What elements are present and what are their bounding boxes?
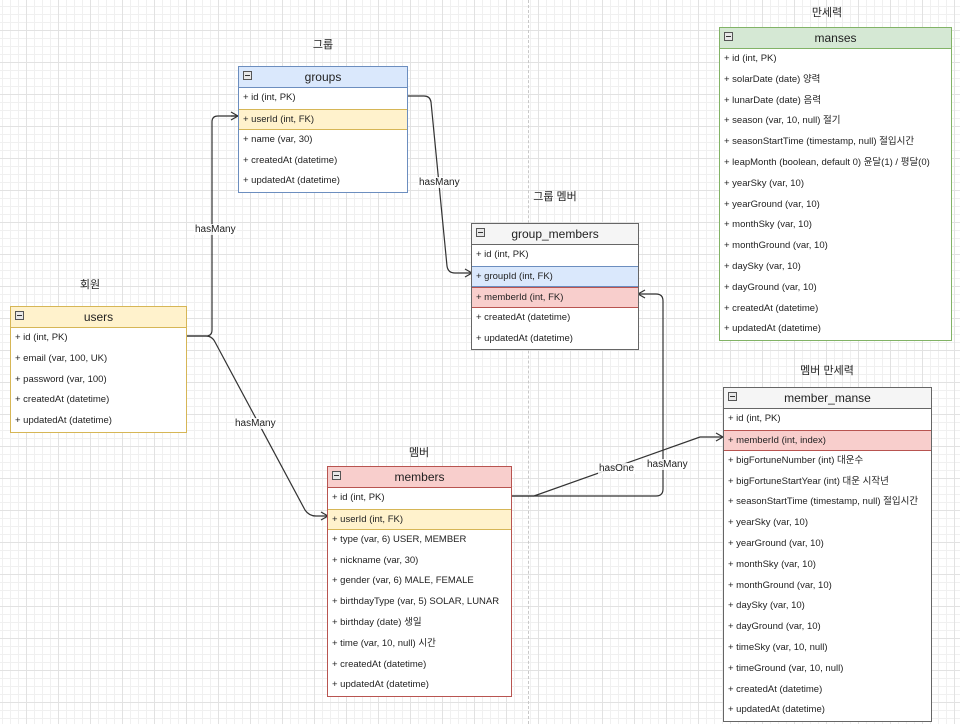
table-name: members [394,470,445,484]
field-row[interactable]: + password (var, 100) [15,373,107,385]
edge-label-users-members: hasMany [234,418,277,429]
field-row[interactable]: + monthGround (var, 10) [724,240,828,252]
table-name: users [83,310,114,324]
field-row[interactable]: + birthday (date) 생일 [332,616,422,628]
field-row[interactable]: + seasonStartTime (timestamp, null) 절입시간 [724,136,915,148]
field-row[interactable]: + updatedAt (datetime) [332,679,429,691]
table-header[interactable]: member_manse [724,388,931,409]
field-row[interactable]: + daySky (var, 10) [728,600,805,612]
table-members[interactable]: members + id (int, PK) + userId (int, FK… [327,466,512,698]
field-row[interactable]: + updatedAt (datetime) [15,415,112,427]
field-row[interactable]: + userId (int, FK) [328,508,511,530]
title-members: 멤버 [408,447,430,459]
crowfoot-member-manse-memberid [715,432,724,442]
field-row[interactable]: + createdAt (datetime) [332,658,427,670]
field-row[interactable]: + id (int, PK) [724,53,777,64]
title-manses: 만세력 [811,7,843,19]
field-row[interactable]: + memberId (int, index) [724,429,931,451]
field-row[interactable]: + createdAt (datetime) [476,311,571,323]
field-row[interactable]: + id (int, PK) [15,332,68,343]
field-row[interactable]: + userId (int, FK) [239,108,407,130]
field-row[interactable]: + updatedAt (datetime) [243,175,340,187]
field-row[interactable]: + gender (var, 6) MALE, FEMALE [332,575,474,587]
crowfoot-group-members-memberid [637,289,646,299]
title-users: 회원 [79,279,101,291]
field-row[interactable]: + lunarDate (date) 음력 [724,94,821,106]
table-manses[interactable]: manses + id (int, PK) + solarDate (date)… [719,27,952,342]
field-row[interactable]: + createdAt (datetime) [243,154,338,166]
field-row[interactable]: + seasonStartTime (timestamp, null) 절입시간 [728,496,919,508]
field-row[interactable]: + solarDate (date) 양력 [724,73,821,85]
edge-label-groups-group-members: hasMany [418,177,461,188]
field-row[interactable]: + monthSky (var, 10) [724,219,812,231]
field-row[interactable]: + birthdayType (var, 5) SOLAR, LUNAR [332,596,500,608]
field-row[interactable]: + createdAt (datetime) [15,394,110,406]
field-row[interactable]: + updatedAt (datetime) [476,332,573,344]
field-row[interactable]: + season (var, 10, null) 절기 [724,115,841,127]
field-row[interactable]: + memberId (int, FK) [472,286,638,308]
field-row[interactable]: + updatedAt (datetime) [728,704,825,716]
collapse-icon[interactable] [476,228,485,237]
page-divider [528,0,529,724]
crowfoot-groups-userid [230,111,239,121]
field-row[interactable]: + bigFortuneStartYear (int) 대운 시작년 [728,475,889,487]
table-name: member_manse [784,391,871,405]
edge-label-users-groups: hasMany [194,224,237,235]
collapse-icon[interactable] [243,71,252,80]
field-row[interactable]: + timeSky (var, 10, null) [728,641,828,653]
table-users[interactable]: users + id (int, PK) + email (var, 100, … [10,306,187,433]
title-group-members: 그룹 멤버 [533,191,577,203]
field-row[interactable]: + yearSky (var, 10) [728,517,808,529]
collapse-icon[interactable] [332,471,341,480]
title-member-manse: 멤버 만세력 [800,365,854,377]
field-row[interactable]: + id (int, PK) [728,413,781,424]
field-row[interactable]: + nickname (var, 30) [332,554,419,566]
field-row[interactable]: + monthSky (var, 10) [728,558,816,570]
field-row[interactable]: + dayGround (var, 10) [724,281,817,293]
field-row[interactable]: + groupId (int, FK) [472,265,638,287]
field-row[interactable]: + createdAt (datetime) [728,683,823,695]
table-header[interactable]: users [11,307,186,328]
table-member-manse[interactable]: member_manse + id (int, PK) + memberId (… [723,387,932,723]
collapse-icon[interactable] [728,392,737,401]
field-row[interactable]: + timeGround (var, 10, null) [728,662,844,674]
field-row[interactable]: + id (int, PK) [332,492,385,503]
field-row[interactable]: + yearSky (var, 10) [724,177,804,189]
table-name: group_members [511,227,599,241]
table-header[interactable]: members [328,467,511,488]
field-row[interactable]: + yearGround (var, 10) [724,198,820,210]
field-row[interactable]: + leapMonth (boolean, default 0) 윤달(1) /… [724,156,930,168]
edge-label-members-group-members: hasMany [646,459,689,470]
field-row[interactable]: + yearGround (var, 10) [728,537,824,549]
field-row[interactable]: + monthGround (var, 10) [728,579,832,591]
field-row[interactable]: + email (var, 100, UK) [15,352,108,364]
title-groups: 그룹 [312,39,334,51]
field-row[interactable]: + updatedAt (datetime) [724,323,821,335]
field-row[interactable]: + id (int, PK) [476,249,529,260]
collapse-icon[interactable] [15,311,24,320]
field-row[interactable]: + daySky (var, 10) [724,260,801,272]
field-row[interactable]: + bigFortuneNumber (int) 대운수 [728,454,864,466]
table-header[interactable]: manses [720,28,951,49]
field-row[interactable]: + id (int, PK) [243,92,296,103]
table-header[interactable]: group_members [472,224,638,245]
collapse-icon[interactable] [724,32,733,41]
field-row[interactable]: + time (var, 10, null) 시간 [332,637,436,649]
table-header[interactable]: groups [239,67,407,88]
field-row[interactable]: + dayGround (var, 10) [728,621,821,633]
table-group-members[interactable]: group_members + id (int, PK) + groupId (… [471,223,639,351]
field-row[interactable]: + createdAt (datetime) [724,302,819,314]
table-name: manses [814,31,857,45]
edge-label-members-member-manse: hasOne [598,463,636,474]
field-row[interactable]: + type (var, 6) USER, MEMBER [332,533,467,545]
table-groups[interactable]: groups + id (int, PK) + userId (int, FK)… [238,66,408,194]
field-row[interactable]: + name (var, 30) [243,133,313,145]
table-name: groups [304,70,342,84]
